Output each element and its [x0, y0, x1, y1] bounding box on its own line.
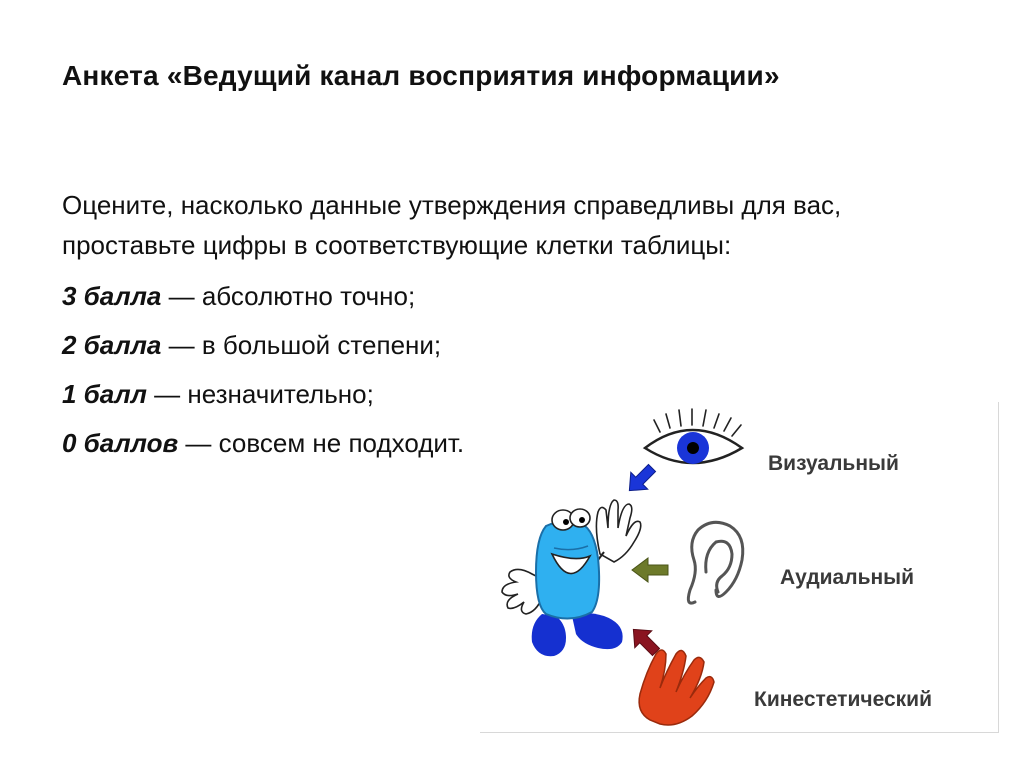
score-desc: — абсолютно точно; — [161, 281, 416, 311]
label-visual: Визуальный — [768, 452, 899, 475]
score-key: 0 баллов — [62, 428, 179, 458]
cartoon-character — [501, 499, 642, 657]
score-desc: — совсем не подходит. — [178, 428, 465, 458]
perception-channels-illustration: Визуальный Аудиальный Кинестетический — [480, 402, 999, 733]
instructions-block: Оцените, насколько данные утверждения сп… — [62, 185, 962, 471]
score-desc: — незначительно; — [146, 379, 374, 409]
label-kinesthetic: Кинестетический — [754, 688, 932, 711]
score-key: 3 балла — [62, 281, 162, 311]
intro-text: Оцените, насколько данные утверждения сп… — [62, 190, 842, 260]
arrow-visual-icon — [628, 463, 657, 492]
label-audial: Аудиальный — [780, 566, 915, 589]
arrow-audial-icon — [631, 557, 669, 583]
score-line-3: 3 балла — абсолютно точно; — [62, 275, 962, 317]
score-line-1: 1 балл — незначительно; — [62, 373, 962, 415]
score-key: 1 балл — [62, 379, 147, 409]
ear-icon — [686, 520, 745, 605]
score-desc: — в большой степени; — [161, 330, 442, 360]
score-line-2: 2 балла — в большой степени; — [62, 324, 962, 366]
score-line-0: 0 баллов — совсем не подходит. — [62, 422, 962, 464]
page-title: Анкета «Ведущий канал восприятия информа… — [62, 60, 780, 91]
score-key: 2 балла — [62, 330, 162, 360]
illustration-graphics — [501, 408, 745, 726]
hand-icon — [638, 649, 715, 726]
eye-icon — [642, 408, 745, 465]
arrow-kinesthetic-icon — [632, 628, 661, 657]
